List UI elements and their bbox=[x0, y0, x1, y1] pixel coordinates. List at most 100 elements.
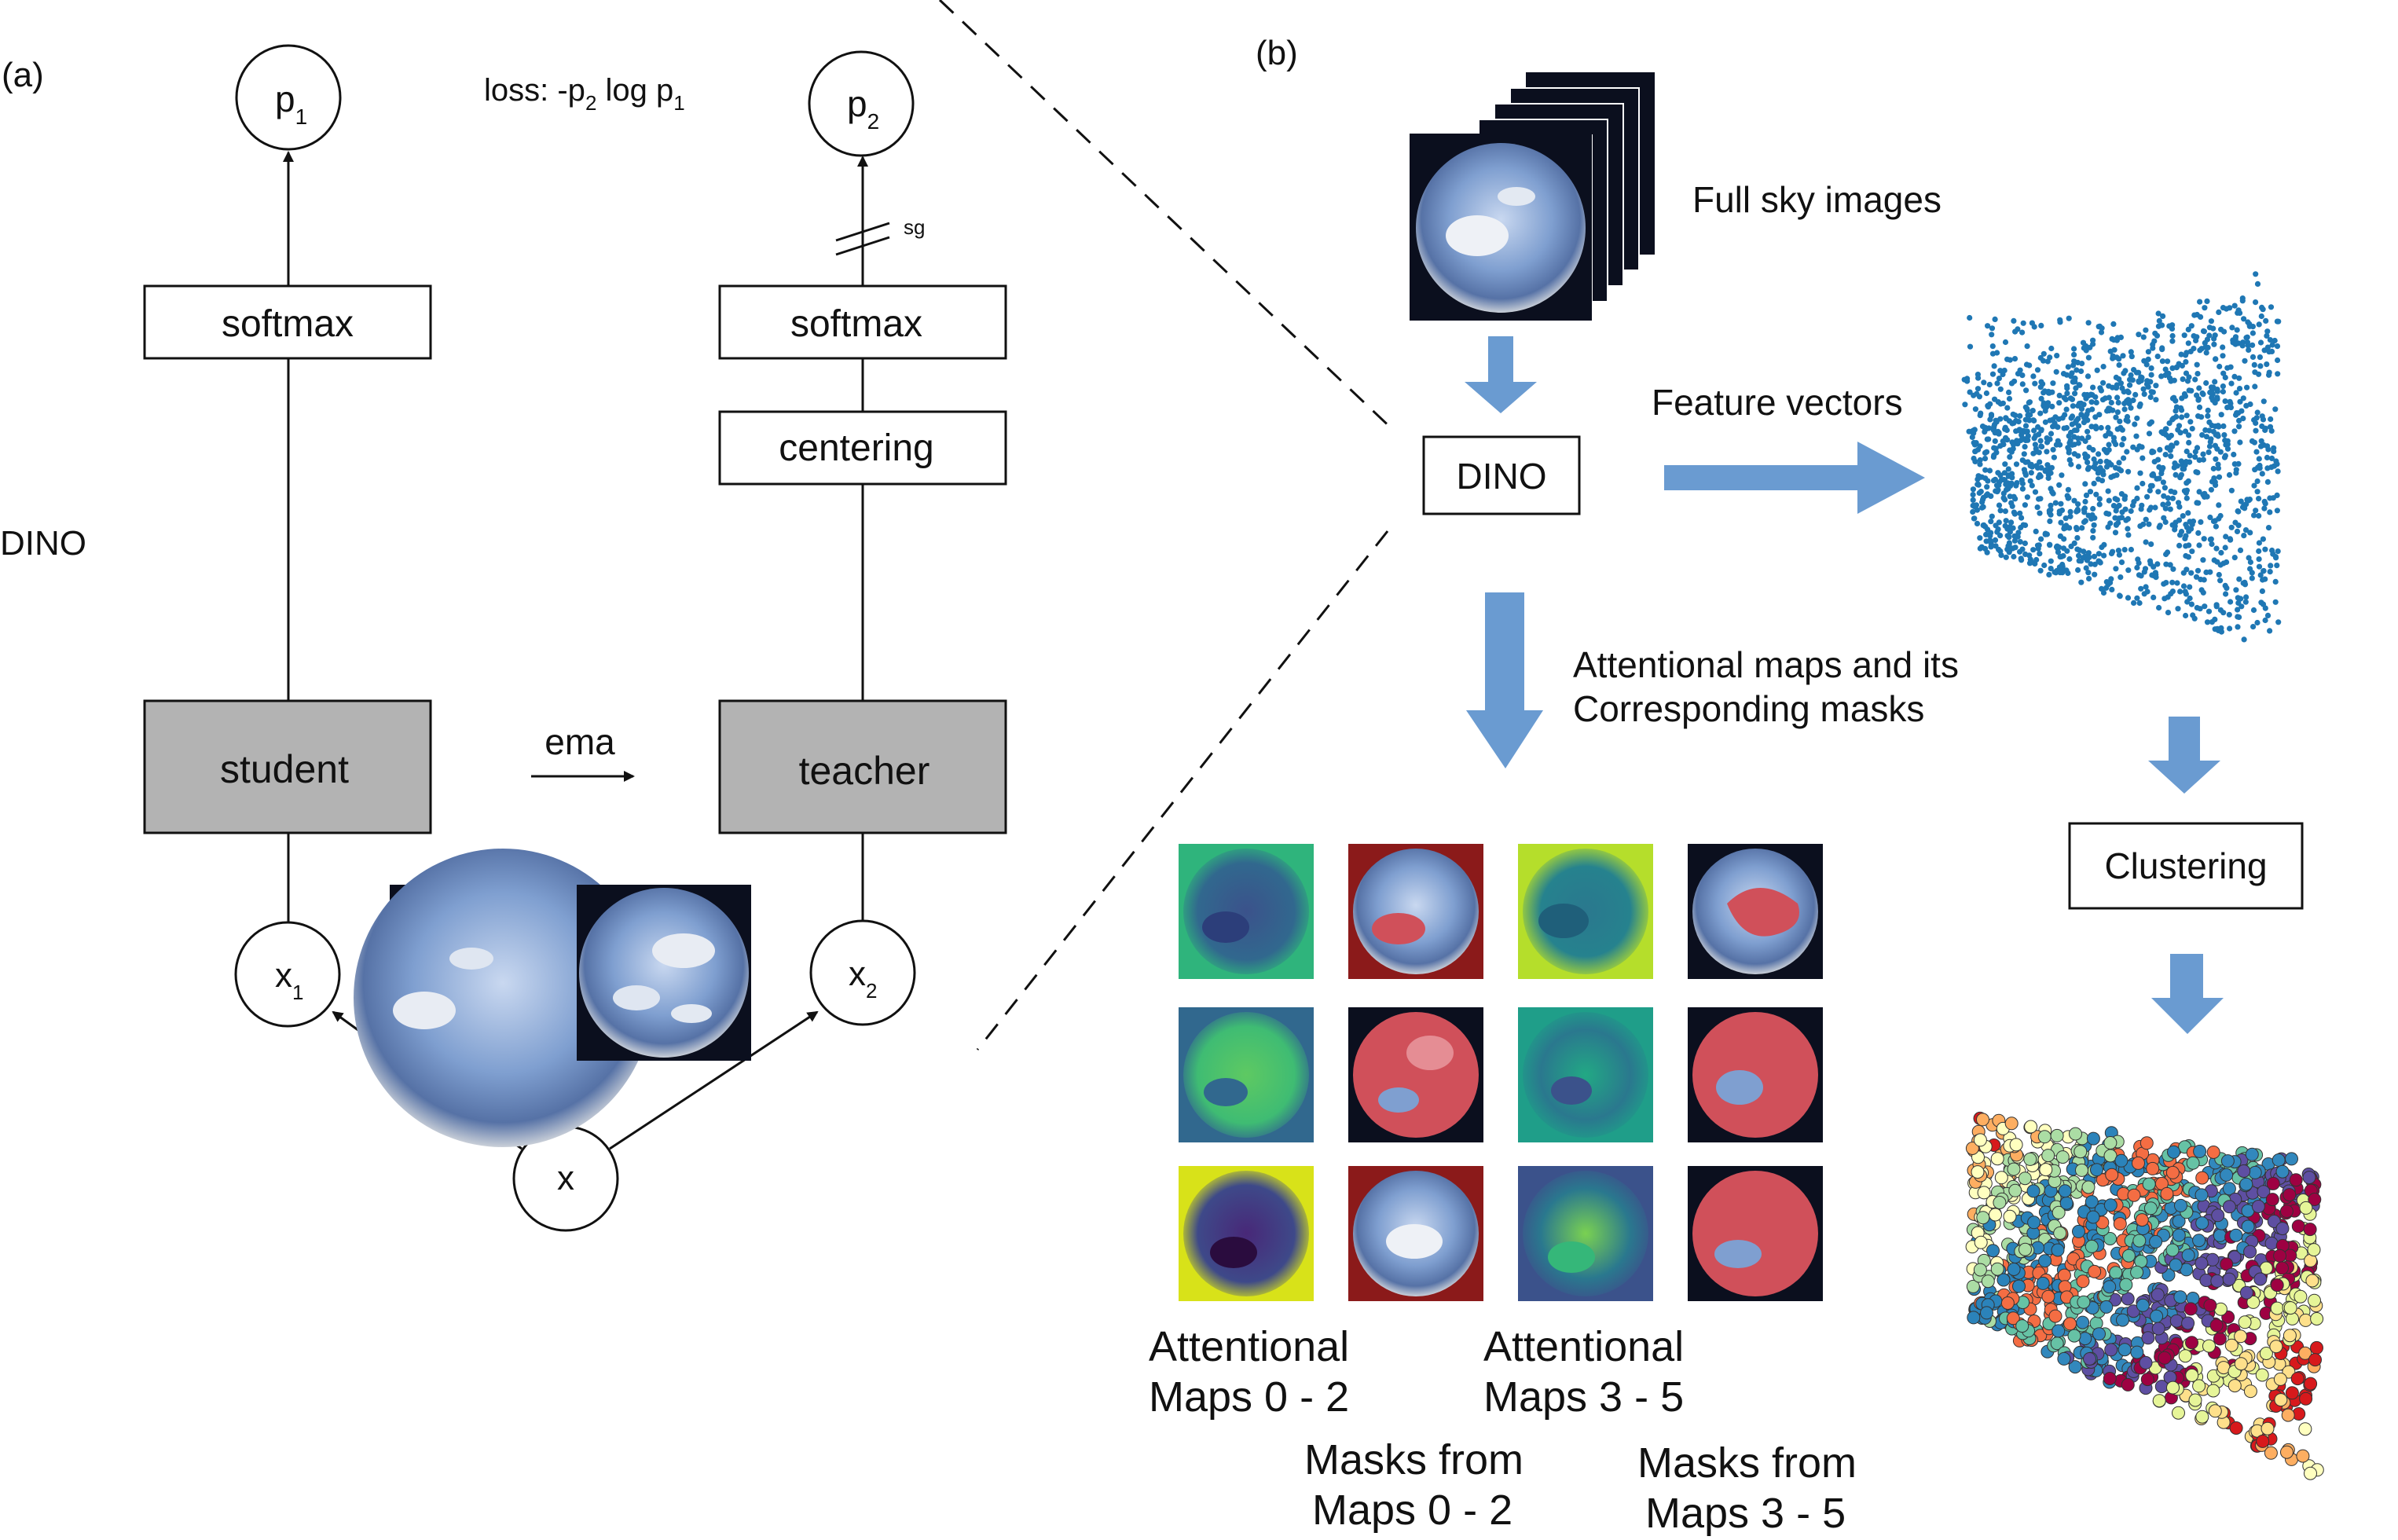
feature-point bbox=[2250, 330, 2256, 336]
p1-main: p bbox=[275, 79, 295, 119]
feature-point bbox=[2056, 400, 2062, 406]
feature-point bbox=[2220, 344, 2226, 350]
feature-point bbox=[2165, 549, 2171, 556]
feature-point bbox=[2206, 449, 2212, 456]
feature-point bbox=[2145, 383, 2151, 390]
feature-point bbox=[1961, 376, 1967, 383]
panel-b: (b) Full sky images DINO Feature vectors… bbox=[1149, 34, 2324, 1537]
feature-point bbox=[2188, 519, 2194, 526]
cluster-point bbox=[2279, 1204, 2294, 1219]
cluster-point bbox=[2243, 1245, 2257, 1259]
feature-point bbox=[2128, 546, 2134, 553]
cluster-point bbox=[2166, 1380, 2180, 1395]
cluster-point bbox=[2132, 1234, 2147, 1248]
feature-point bbox=[2183, 533, 2189, 539]
feature-point bbox=[2228, 405, 2234, 411]
feature-point bbox=[2096, 496, 2103, 502]
feature-point bbox=[2208, 536, 2214, 542]
feature-point bbox=[2234, 327, 2240, 333]
feature-point bbox=[2032, 380, 2038, 387]
feature-point bbox=[2090, 384, 2096, 390]
feature-point bbox=[2121, 406, 2128, 412]
feature-point bbox=[1996, 376, 2002, 382]
feature-point bbox=[2195, 413, 2202, 420]
x2-main: x bbox=[849, 955, 866, 993]
feature-point bbox=[2207, 514, 2213, 521]
cluster-point bbox=[2237, 1164, 2251, 1178]
feature-point bbox=[2092, 394, 2099, 400]
feature-point bbox=[2181, 332, 2187, 339]
cluster-point bbox=[2027, 1216, 2041, 1230]
feature-point bbox=[2085, 354, 2092, 361]
cluster-point bbox=[2253, 1272, 2268, 1286]
feature-point bbox=[2169, 332, 2176, 339]
feature-point bbox=[2080, 339, 2087, 346]
feature-point bbox=[2240, 395, 2246, 402]
feature-point bbox=[2171, 464, 2177, 471]
feature-point bbox=[2261, 498, 2268, 505]
feature-point bbox=[2110, 321, 2117, 327]
feature-point bbox=[2159, 358, 2165, 365]
feature-point bbox=[2214, 625, 2220, 632]
feature-point bbox=[2239, 343, 2246, 349]
feature-point bbox=[2254, 280, 2261, 287]
teacher-softmax-label: softmax bbox=[790, 303, 922, 345]
feature-point bbox=[2184, 412, 2190, 419]
feature-point bbox=[2085, 434, 2092, 441]
feature-point bbox=[2084, 428, 2091, 434]
feature-point bbox=[2189, 426, 2195, 432]
feature-point bbox=[2236, 576, 2242, 582]
feature-point bbox=[2143, 584, 2149, 590]
feature-point bbox=[1971, 515, 1977, 522]
cluster-point bbox=[1976, 1211, 1990, 1225]
feature-point bbox=[1997, 472, 2004, 478]
feature-point bbox=[2218, 629, 2224, 635]
feature-point bbox=[2196, 385, 2202, 391]
cluster-point bbox=[2265, 1193, 2279, 1207]
feature-point bbox=[2223, 591, 2229, 597]
cluster-point bbox=[2048, 1309, 2062, 1323]
feature-point bbox=[2125, 526, 2131, 532]
feature-point bbox=[2119, 385, 2125, 391]
feature-point bbox=[2275, 371, 2281, 377]
feature-point bbox=[2194, 361, 2200, 368]
cluster-point bbox=[1967, 1311, 1981, 1325]
attention-map-2 bbox=[1179, 1166, 1314, 1301]
feature-point bbox=[2148, 389, 2154, 395]
feature-point bbox=[2089, 406, 2096, 412]
feature-point bbox=[2121, 547, 2128, 553]
feature-point bbox=[2167, 506, 2173, 512]
feature-point bbox=[2244, 384, 2250, 390]
feature-point bbox=[2250, 342, 2256, 348]
feature-point bbox=[2014, 438, 2020, 444]
cluster-point bbox=[2024, 1120, 2038, 1134]
cluster-point bbox=[2067, 1329, 2081, 1343]
feature-point bbox=[2027, 478, 2033, 484]
feature-point bbox=[2222, 582, 2228, 589]
feature-point bbox=[2057, 570, 2063, 576]
feature-point bbox=[2260, 306, 2266, 313]
feature-point bbox=[2011, 553, 2017, 560]
p2-label: p2 bbox=[847, 83, 879, 134]
feature-point bbox=[2275, 619, 2282, 625]
p2-main: p bbox=[847, 83, 867, 124]
feature-point bbox=[2253, 427, 2259, 434]
cluster-point bbox=[2007, 1263, 2021, 1276]
feature-point bbox=[2223, 534, 2229, 540]
feature-point bbox=[2092, 561, 2098, 567]
feature-point bbox=[2220, 353, 2226, 359]
feature-point bbox=[2060, 371, 2067, 377]
feature-point bbox=[1974, 372, 1981, 378]
feature-point bbox=[2005, 466, 2011, 472]
feature-point bbox=[2234, 528, 2241, 535]
feature-point bbox=[2069, 413, 2076, 420]
feature-point bbox=[2075, 501, 2081, 508]
feature-point bbox=[2130, 444, 2136, 450]
feature-point bbox=[2200, 451, 2206, 457]
feature-point bbox=[1981, 380, 1987, 386]
feature-point bbox=[2147, 558, 2154, 564]
feature-point bbox=[1978, 410, 1984, 416]
cluster-point bbox=[2008, 1183, 2022, 1197]
feature-point bbox=[2108, 576, 2114, 582]
cluster-point bbox=[2209, 1318, 2224, 1333]
